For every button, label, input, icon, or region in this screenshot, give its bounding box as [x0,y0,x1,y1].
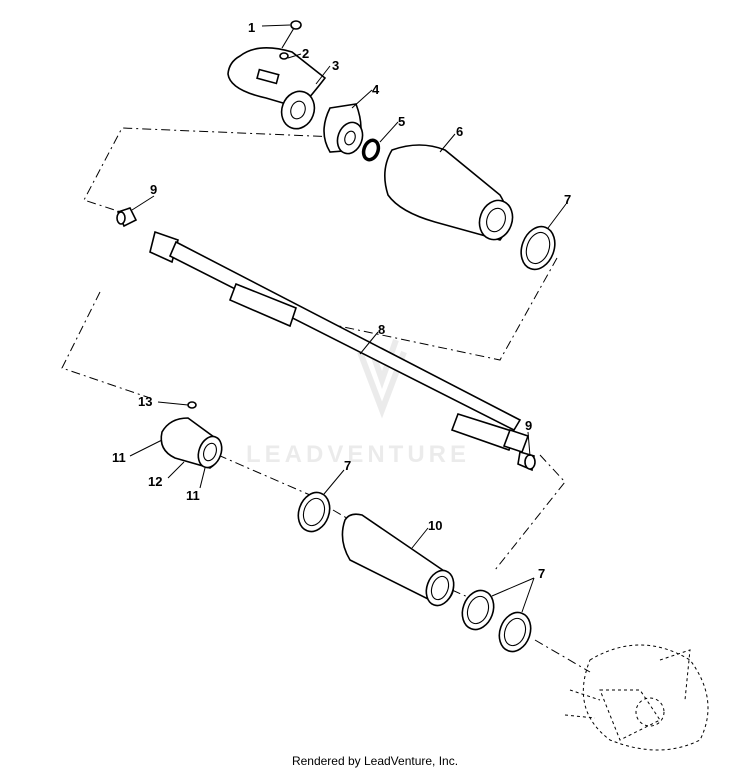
callout-2: 2 [302,46,309,61]
part-bushing-lower [517,450,536,472]
part-o-ring [361,138,381,162]
callout-9-upper: 9 [150,182,157,197]
part-boot [384,144,514,241]
part-tube [341,513,455,607]
callout-13: 13 [138,394,152,409]
callout-9-lower: 9 [525,418,532,433]
part-screw [281,20,302,49]
callout-8: 8 [378,322,385,337]
part-clamp-upper [520,225,556,271]
callout-4: 4 [372,82,380,97]
part-clamp-middle [297,491,331,533]
callout-7-lower: 7 [538,566,545,581]
part-cone [323,103,364,155]
footer-credit: Rendered by LeadVenture, Inc. [291,754,459,768]
callout-7-middle: 7 [344,458,351,473]
callout-10: 10 [428,518,442,533]
part-coupler [160,401,223,469]
part-fan-housing [564,644,709,751]
leader-lines [129,24,567,613]
callout-12: 12 [148,474,162,489]
callout-6: 6 [456,124,463,139]
watermark: LEADVENTURE [246,339,470,468]
part-handle-housing [227,47,327,130]
callout-labels: 1 2 3 4 5 6 7 9 8 13 9 11 12 11 7 10 7 [112,20,571,581]
assembly-guide-lines [61,127,591,673]
callout-11-left: 11 [112,450,126,465]
part-drive-shaft [149,230,530,454]
part-bushing-upper [116,207,138,228]
callout-11-right: 11 [186,488,200,503]
callout-3: 3 [332,58,339,73]
callout-7-upper: 7 [564,192,571,207]
callout-1: 1 [248,20,255,35]
part-clamps-lower [461,589,532,653]
callout-5: 5 [398,114,405,129]
watermark-text: LEADVENTURE [246,441,470,468]
